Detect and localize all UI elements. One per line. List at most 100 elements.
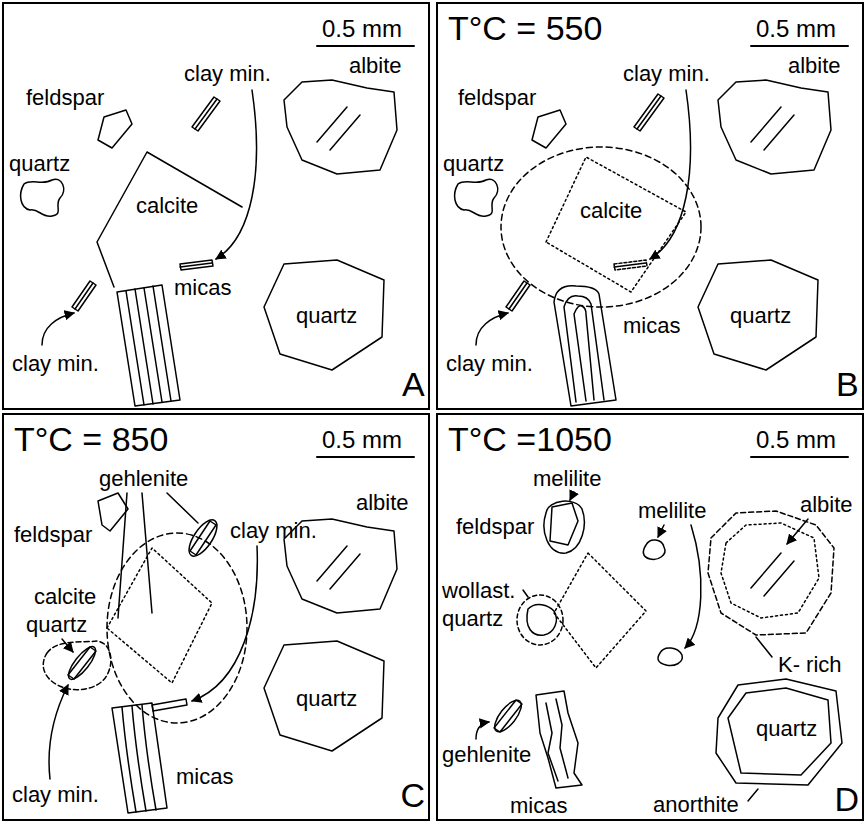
leader-line [756, 637, 772, 657]
mineral-label: clay min. [230, 519, 317, 543]
mica-cleavage [144, 288, 162, 402]
mica-cleavage [126, 291, 144, 405]
melilite-grain [658, 648, 682, 666]
albite-grain [284, 80, 397, 174]
calcite-grain [97, 152, 242, 287]
mica-cleavage [135, 289, 153, 404]
mineral-label: quartz [730, 304, 791, 328]
leader-line [523, 590, 528, 597]
temperature-label: T°C = 850 [14, 421, 168, 458]
figure-panel: 0.5 mmalbitefeldsparclay min.quartzcalci… [2, 2, 430, 410]
leader-arrow [49, 685, 68, 779]
mineral-label: feldspar [458, 86, 536, 110]
panel-letter: B [836, 366, 859, 403]
mica-cleavage [556, 699, 568, 778]
figure-panel: T°C = 8500.5 mmgehlenitealbitefeldsparcl… [2, 413, 430, 821]
clay-grain [152, 699, 187, 711]
twin-line [330, 554, 360, 589]
mineral-label: melilite [638, 499, 706, 523]
albite-grain [718, 80, 831, 174]
feldspar-grain [550, 503, 578, 545]
clay-stripe [195, 99, 217, 129]
feldspar-grain [532, 110, 566, 148]
clay-grain [180, 260, 213, 270]
leader-arrow [658, 525, 664, 537]
mica-grain [117, 285, 180, 406]
scale-bar [317, 45, 414, 47]
leader-arrow [476, 313, 508, 345]
leader-line [142, 493, 152, 613]
mica-cleavage [574, 306, 594, 401]
mineral-label: clay min. [12, 783, 99, 807]
mica-cleavage [564, 296, 604, 402]
clay-stripe [509, 283, 527, 309]
quartz-grain [43, 641, 111, 690]
clay-grain [506, 281, 530, 311]
mineral-label: feldspar [26, 86, 104, 110]
quartz-grain [527, 605, 556, 636]
mineral-label: albite [356, 491, 409, 515]
twin-line [751, 107, 781, 142]
clay-grain [634, 94, 664, 131]
mineral-label: quartz [756, 717, 817, 741]
leader-line [167, 493, 198, 523]
twin-line [764, 561, 794, 596]
reaction-halo [501, 147, 701, 307]
quartz-grain [728, 688, 831, 775]
mineral-label: calcite [580, 199, 642, 223]
clay-grain [72, 281, 96, 311]
calcite-grain [546, 157, 686, 292]
mineral-label: albite [788, 54, 841, 78]
mineral-label: quartz [296, 687, 357, 711]
mineral-label: quartz [26, 613, 87, 637]
reaction-halo [107, 533, 247, 723]
clay-grain [614, 260, 647, 270]
clay-stripe [614, 263, 646, 267]
melilite-grain [643, 540, 665, 559]
leader-line [748, 789, 758, 801]
mica-grain [554, 286, 616, 406]
quartz-grain [455, 179, 498, 216]
scale-label: 0.5 mm [756, 427, 836, 453]
clay-stripe [180, 263, 212, 267]
panel-letter: A [402, 366, 425, 403]
mica-grain [112, 703, 167, 813]
figure-panel: T°C = 5500.5 mmfeldsparclay min.albitequ… [436, 2, 864, 410]
mineral-label: micas [510, 794, 567, 818]
twin-line [330, 115, 360, 150]
anorthite-rim [716, 679, 842, 785]
leader-arrow [62, 639, 73, 652]
k-rich-rim [708, 511, 834, 635]
mica-cleavage [546, 703, 558, 781]
mineral-label: clay min. [446, 352, 533, 376]
scale-bar [751, 45, 848, 47]
calcite-grain [554, 553, 646, 668]
mineral-label: calcite [136, 194, 198, 218]
mineral-label: albite [349, 54, 402, 78]
mineral-label: wollast. [442, 579, 515, 603]
mineral-label: quartz [443, 152, 504, 176]
scale-label: 0.5 mm [756, 16, 836, 42]
leader-line [118, 493, 127, 618]
wollastonite-rim [517, 595, 563, 645]
mineral-label: clay min. [12, 352, 99, 376]
mineral-label: gehlenite [99, 467, 188, 491]
clay-stripe [637, 96, 661, 129]
melilite-rim [544, 501, 584, 553]
clay-stripe [75, 283, 93, 309]
calcite-grain [107, 548, 212, 683]
twin-line [317, 107, 347, 142]
mineral-label: calcite [34, 585, 96, 609]
temperature-label: T°C =1050 [448, 421, 612, 458]
mica-cleavage [153, 286, 171, 401]
clay-grain [192, 97, 220, 131]
twin-line [764, 115, 794, 150]
mineral-label: micas [176, 765, 233, 789]
twin-line [751, 553, 781, 588]
mineral-label: feldspar [456, 515, 534, 539]
quartz-grain [264, 641, 384, 751]
gehlenite-rim [184, 516, 222, 561]
mineral-label: quartz [9, 152, 70, 176]
mineral-label: micas [623, 314, 680, 338]
mineral-label: gehlenite [442, 743, 531, 767]
